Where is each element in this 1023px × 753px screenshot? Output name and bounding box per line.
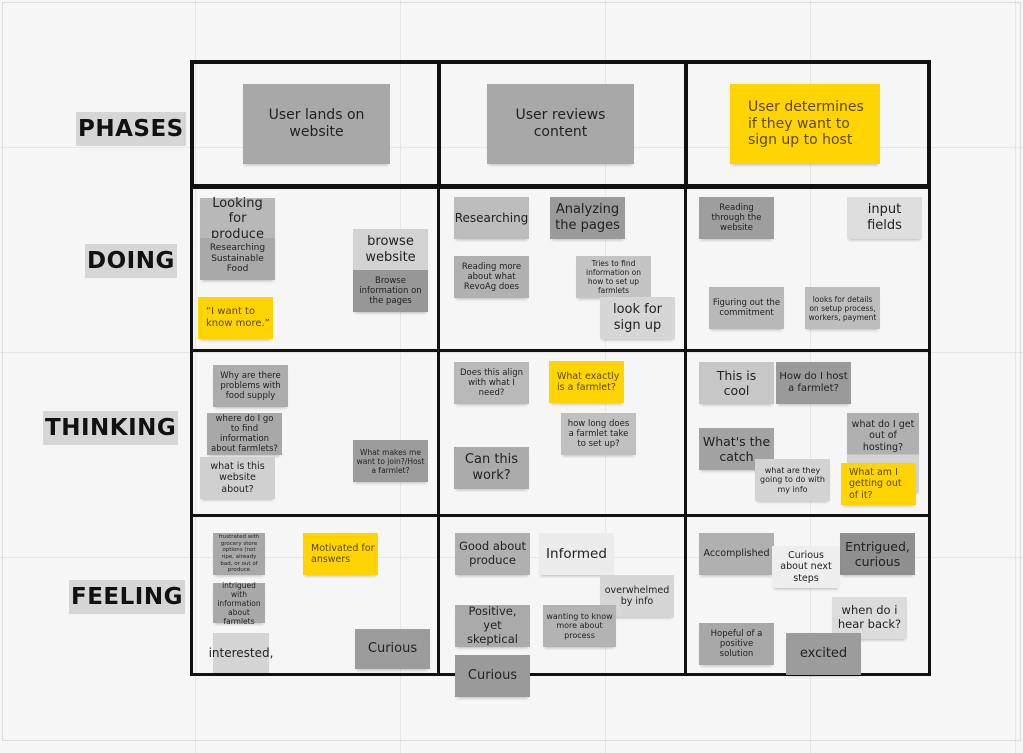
sticky-note[interactable]: How do I host a farmlet? [776, 362, 851, 404]
sticky-note[interactable]: Researching Sustainable Food [200, 238, 275, 280]
row-divider [190, 349, 931, 352]
sticky-note[interactable]: excited [786, 633, 861, 675]
sticky-note[interactable]: Can this work? [454, 447, 529, 489]
sticky-note[interactable]: what are they going to do with my info [755, 459, 830, 501]
sticky-note[interactable]: Informed [539, 533, 614, 575]
sticky-note[interactable]: What am I getting out of it? [841, 463, 916, 505]
sticky-note[interactable]: Entrigued, curious [840, 533, 915, 575]
row-divider [190, 514, 931, 517]
row-label-phases: PHASES [76, 112, 186, 146]
sticky-note[interactable]: Looking for produce [200, 196, 275, 242]
sticky-note[interactable]: Tries to find information on how to set … [576, 256, 651, 298]
sticky-note[interactable]: This is cool [699, 362, 774, 404]
sticky-note[interactable]: where do I go to find information about … [207, 413, 282, 455]
sticky-note[interactable]: Motivated for answers [303, 533, 378, 575]
sticky-note[interactable]: Why are there problems with food supply [213, 365, 288, 407]
sticky-note[interactable]: wanting to know more about process [543, 605, 616, 647]
sticky-note[interactable]: interested, [209, 633, 273, 673]
sticky-note[interactable]: User determines if they want to sign up … [730, 84, 880, 164]
sticky-note[interactable]: Analyzing the pages [550, 197, 625, 239]
col-divider [684, 186, 687, 676]
sticky-note[interactable]: “I want to know more.” [198, 297, 273, 339]
sticky-note[interactable]: when do i hear back? [832, 597, 907, 639]
sticky-note[interactable]: Curious [455, 655, 530, 697]
sticky-note[interactable]: browse website [353, 229, 428, 271]
sticky-note[interactable]: User lands on website [243, 84, 390, 164]
sticky-note[interactable]: looks for details on setup process, work… [805, 287, 880, 329]
sticky-note[interactable]: Positive, yet skeptical [455, 604, 530, 647]
sticky-note[interactable]: Browse information on the pages [353, 270, 428, 312]
sticky-note[interactable]: Accomplished [699, 533, 774, 575]
row-label-doing: DOING [85, 244, 177, 278]
sticky-note[interactable]: Figuring out the commitment [709, 287, 784, 329]
sticky-note[interactable]: Does this align with what I need? [454, 362, 529, 404]
sticky-note[interactable]: what is this website about? [200, 457, 275, 499]
grid-body [190, 186, 931, 676]
whiteboard-frame [2, 2, 1021, 741]
row-label-thinking: THINKING [43, 411, 179, 445]
sticky-note[interactable]: What's the catch [699, 428, 774, 470]
sticky-note[interactable]: What makes me want to join?/Host a farml… [353, 440, 428, 482]
sticky-note[interactable]: Curious [355, 629, 430, 669]
col-divider [437, 186, 440, 676]
sticky-note[interactable]: Hopeful of a positive solution [699, 623, 774, 665]
sticky-note[interactable]: User reviews content [487, 84, 634, 164]
sticky-note[interactable]: Researching [454, 197, 529, 239]
sticky-note[interactable]: Good about produce [455, 533, 530, 575]
sticky-note[interactable]: Reading more about what RevoAg does [454, 256, 529, 298]
sticky-note[interactable]: Reading through the website [699, 197, 774, 239]
sticky-note[interactable]: how long does a farmlet take to set up? [561, 413, 636, 455]
sticky-note[interactable]: look for sign up [600, 297, 675, 339]
sticky-note[interactable]: intrigued with information about farmlet… [213, 581, 265, 626]
sticky-note[interactable]: input fields [847, 197, 922, 239]
sticky-note[interactable]: What exactly is a farmlet? [549, 361, 624, 403]
sticky-note[interactable]: Curious about next steps [772, 546, 840, 588]
row-label-feeling: FEELING [69, 580, 185, 614]
sticky-note[interactable]: frustrated with grocery store options (n… [213, 533, 265, 575]
